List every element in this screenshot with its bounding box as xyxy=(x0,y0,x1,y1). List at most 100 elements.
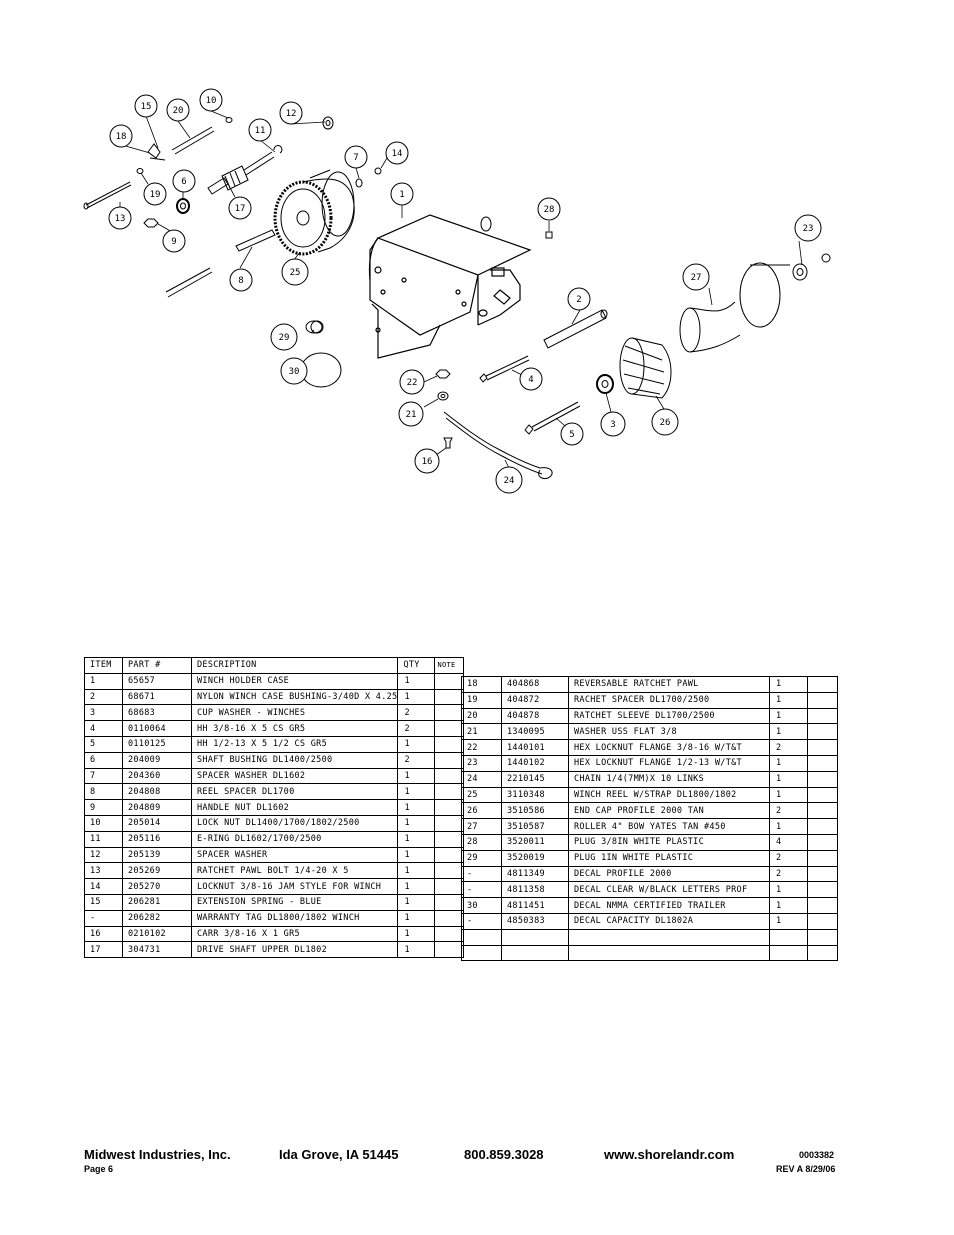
footer-website: www.shorelandr.com xyxy=(604,1147,735,1162)
description-cell: END CAP PROFILE 2000 TAN xyxy=(568,802,770,820)
winch-reel-25-drawing xyxy=(273,169,355,256)
note-cell xyxy=(434,735,465,753)
note-cell xyxy=(434,751,465,769)
note-cell xyxy=(807,818,838,835)
table-header-row: ITEM PART # DESCRIPTION QTY NOTE xyxy=(84,657,465,674)
note-cell xyxy=(807,944,838,962)
washer-21-drawing xyxy=(437,391,449,401)
qty-cell: 2 xyxy=(397,704,436,722)
description-cell: CHAIN 1/4(7MM)X 10 LINKS xyxy=(568,770,770,788)
note-cell xyxy=(807,754,838,772)
note-cell xyxy=(807,912,838,930)
description-cell: RATCHET SLEEVE DL1700/2500 xyxy=(568,707,770,725)
pin-20-drawing xyxy=(171,126,215,155)
exploded-parts-diagram: 15 20 10 18 11 12 7 14 19 6 13 17 9 8 25… xyxy=(83,88,831,494)
callout-11: 11 xyxy=(255,126,266,136)
callout-29: 29 xyxy=(279,333,290,343)
part-number-cell: 4811349 xyxy=(501,865,569,883)
table-row xyxy=(461,928,838,946)
plug-28-drawing xyxy=(545,231,553,239)
description-cell: RACHET SPACER DL1700/2500 xyxy=(568,691,770,709)
part-number-cell: 65657 xyxy=(122,672,192,690)
part-number-cell: 4811358 xyxy=(501,881,569,899)
note-cell xyxy=(807,928,838,946)
callout-1: 1 xyxy=(399,190,404,200)
description-cell: EXTENSION SPRING - BLUE xyxy=(190,893,399,911)
note-cell xyxy=(807,723,838,741)
qty-cell: 2 xyxy=(397,751,436,769)
item-cell: 13 xyxy=(84,862,123,880)
description-cell: WASHER USS FLAT 3/8 xyxy=(568,723,770,741)
part-number-cell xyxy=(501,944,569,962)
washer-7-drawing xyxy=(355,178,363,188)
callout-9: 9 xyxy=(171,237,176,247)
qty-cell: 1 xyxy=(769,770,808,788)
item-cell: 23 xyxy=(461,754,502,772)
callout-19: 19 xyxy=(150,190,161,200)
item-cell: 30 xyxy=(461,897,502,914)
description-cell: NYLON WINCH CASE BUSHING-3/40D X 4.25 xyxy=(190,688,399,706)
description-cell xyxy=(568,944,770,962)
note-cell xyxy=(434,704,465,722)
item-cell xyxy=(461,928,502,946)
item-cell: 10 xyxy=(84,814,123,832)
description-cell: DECAL CLEAR W/BLACK LETTERS PROF xyxy=(568,881,770,899)
description-cell: RATCHET PAWL BOLT 1/4-20 X 5 xyxy=(190,862,399,880)
callout-leaders xyxy=(119,110,803,469)
qty-cell: 1 xyxy=(397,783,436,801)
part-number-cell: 204809 xyxy=(122,799,192,816)
plug-29-drawing xyxy=(305,320,324,334)
description-cell: PLUG 3/8IN WHITE PLASTIC xyxy=(568,833,770,851)
item-cell: - xyxy=(84,909,123,927)
description-cell: DECAL PROFILE 2000 xyxy=(568,865,770,883)
header-part-number: PART # xyxy=(122,657,192,674)
part-number-cell: 404868 xyxy=(501,676,569,693)
reel-spacer-8-drawing xyxy=(235,229,276,252)
header-description: DESCRIPTION xyxy=(190,657,399,674)
note-cell xyxy=(434,893,465,911)
qty-cell: 1 xyxy=(397,862,436,880)
item-cell: 11 xyxy=(84,830,123,848)
part-number-cell: 0110125 xyxy=(122,735,192,753)
description-cell: CARR 3/8-16 X 1 GR5 xyxy=(190,925,399,943)
note-cell xyxy=(807,707,838,725)
bolt-165-drawing xyxy=(165,267,213,298)
winch-case-1-drawing xyxy=(368,214,532,359)
e-ring-11-drawing xyxy=(273,145,283,154)
part-number-cell: 4850383 xyxy=(501,912,569,930)
item-cell: 18 xyxy=(461,676,502,693)
footer-location: Ida Grove, IA 51445 xyxy=(279,1147,399,1162)
description-cell: WINCH REEL W/STRAP DL1800/1802 xyxy=(568,786,770,804)
bushing-hole-drawing xyxy=(480,216,492,232)
note-cell xyxy=(434,925,465,943)
note-cell xyxy=(807,865,838,883)
qty-cell: 2 xyxy=(769,739,808,756)
locknut-14-drawing xyxy=(374,167,382,175)
qty-cell: 1 xyxy=(397,878,436,895)
part-number-cell: 205269 xyxy=(122,862,192,880)
part-number-cell: 205139 xyxy=(122,846,192,864)
item-cell: - xyxy=(461,881,502,899)
nut-9-drawing xyxy=(143,218,159,228)
item-cell: 7 xyxy=(84,767,123,785)
qty-cell: 2 xyxy=(769,849,808,867)
header-item: ITEM xyxy=(84,657,123,674)
qty-cell: 1 xyxy=(769,691,808,709)
carr-bolt-16-drawing xyxy=(443,437,453,449)
qty-cell: 1 xyxy=(397,767,436,785)
